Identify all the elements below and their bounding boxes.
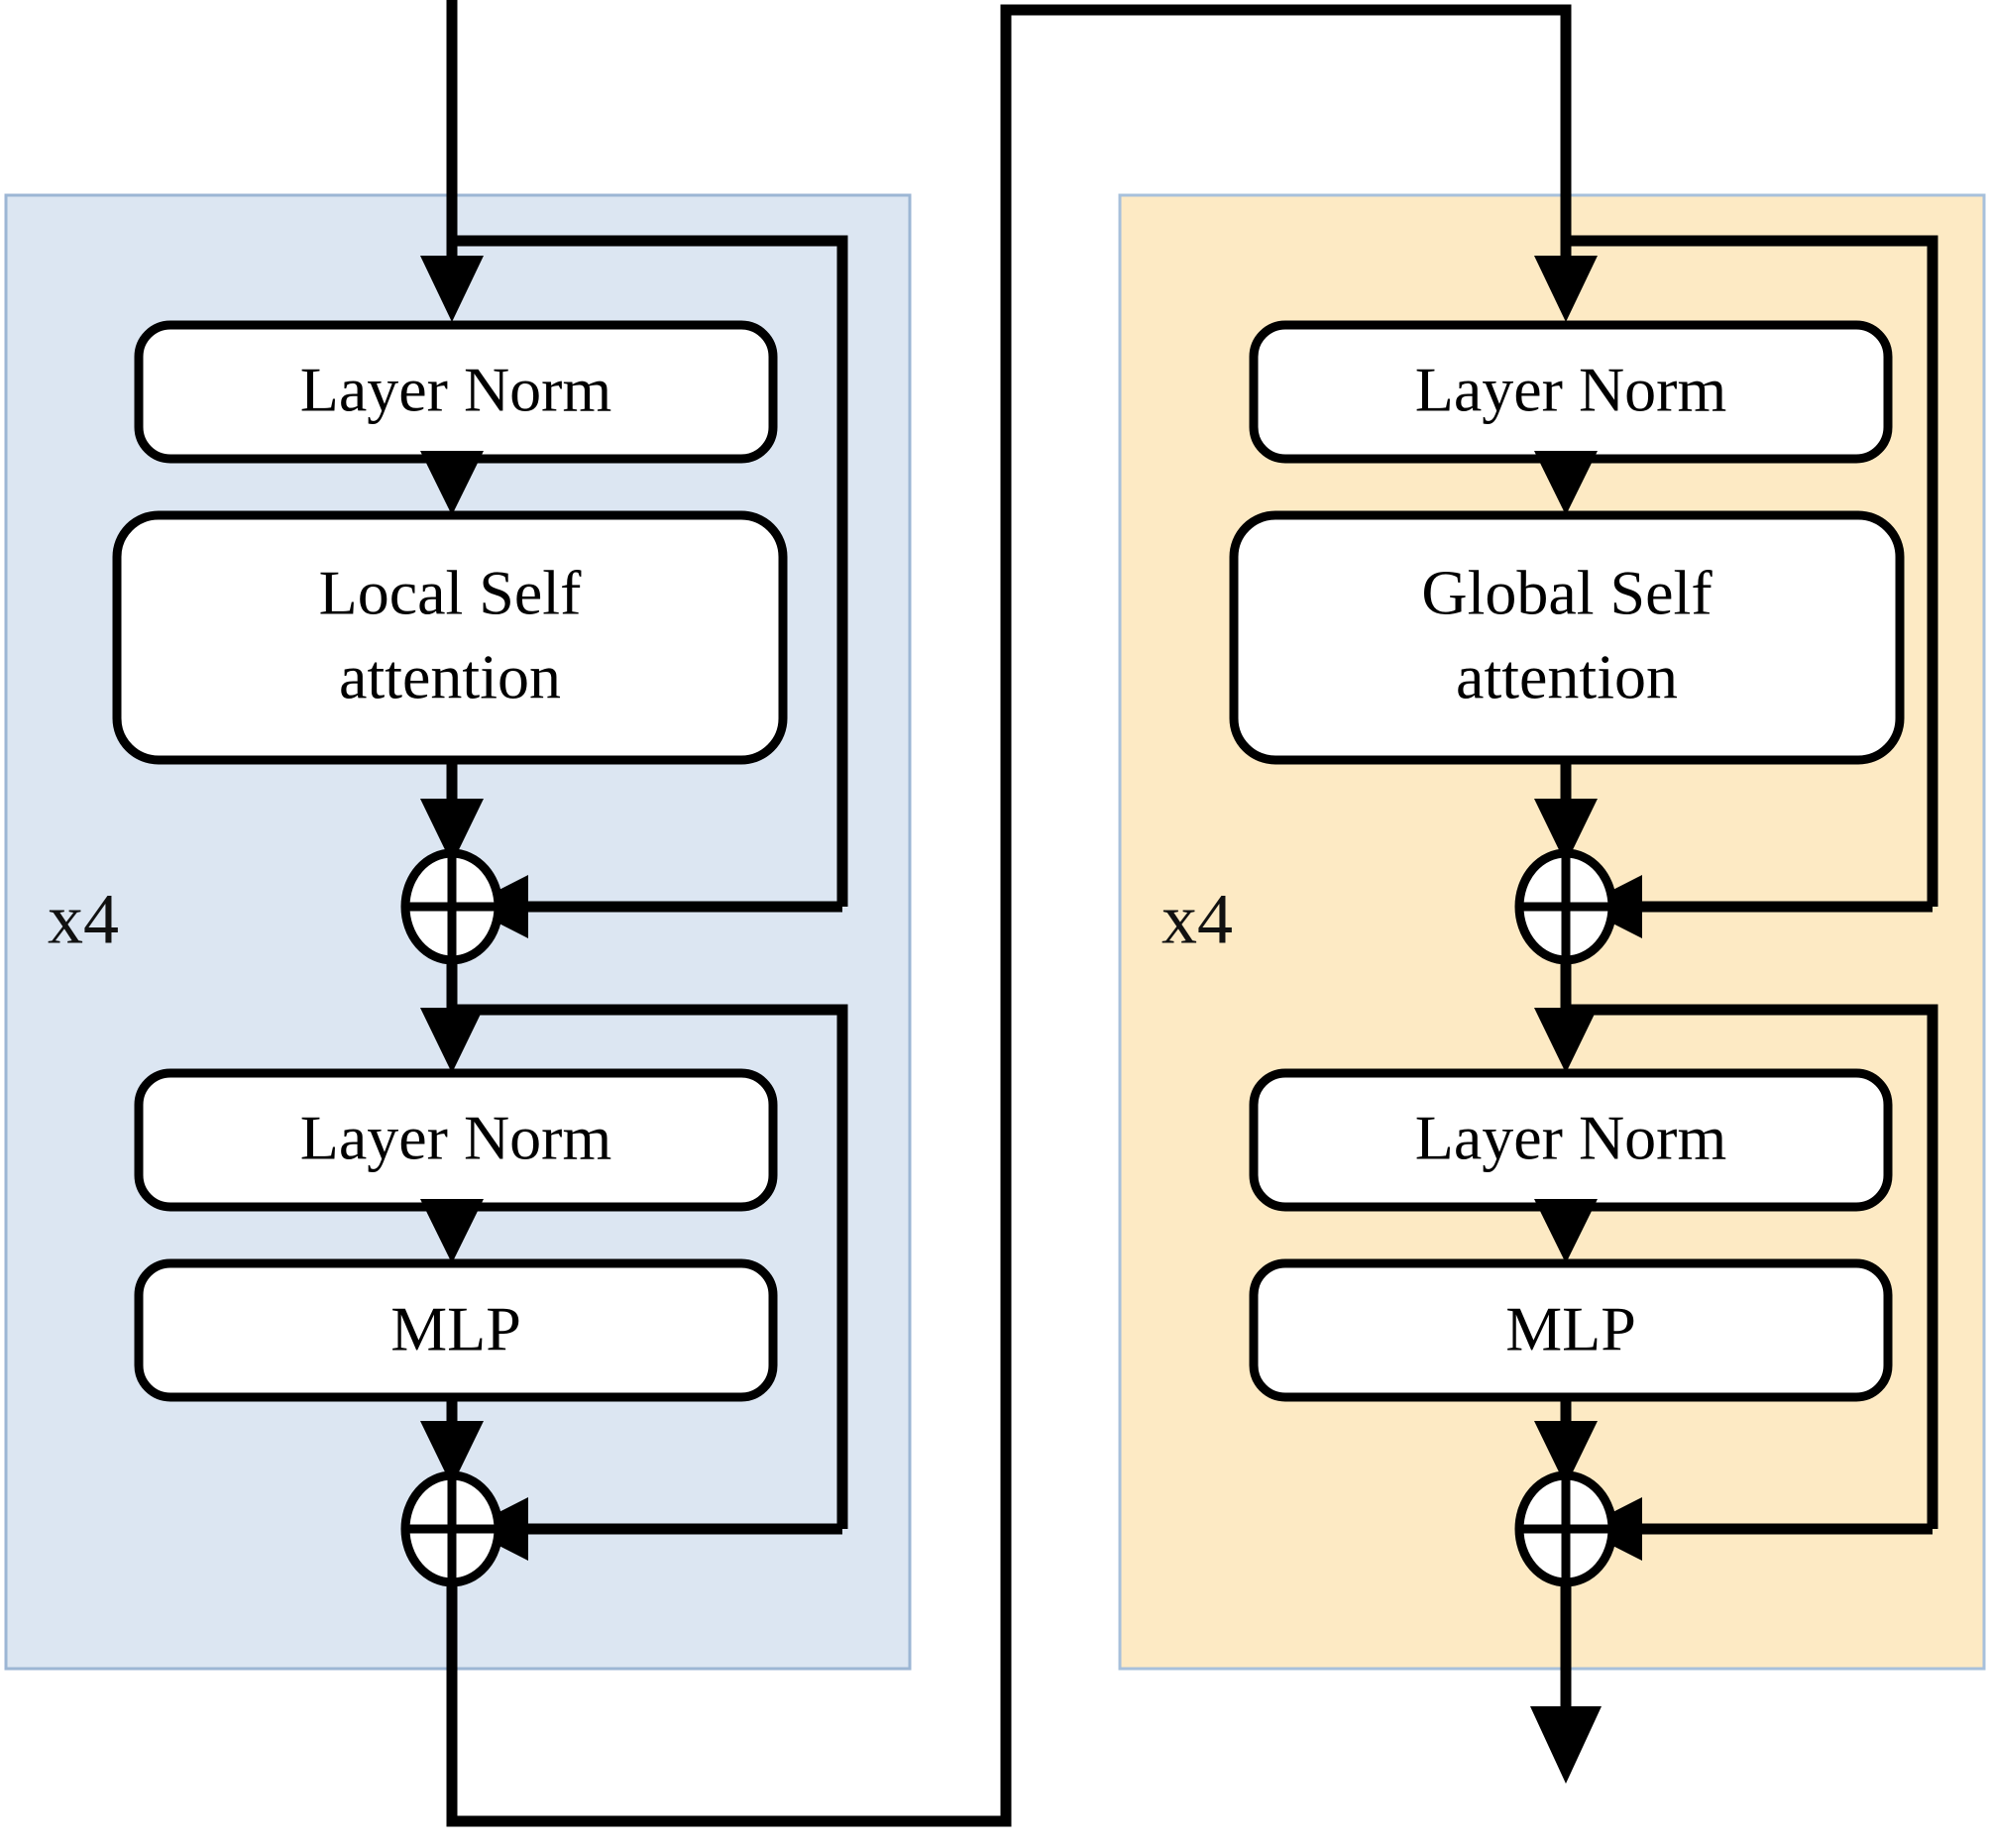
stage-link-path xyxy=(446,4,1572,1827)
global-attn-to-add1-arrow xyxy=(1534,799,1598,864)
global-self-attention-label-line1: Global Self xyxy=(1421,558,1713,628)
local-ln1-to-attn-arrow xyxy=(420,451,484,515)
local-mlp-to-add2-arrow xyxy=(420,1421,484,1486)
global-ln1-to-attn-arrow xyxy=(1534,451,1598,515)
global-mlp-to-add2-arrow xyxy=(1534,1421,1598,1486)
global-stage-repeat-label: x4 xyxy=(1161,880,1233,959)
global-self-attention-label-line2: attention xyxy=(1456,642,1678,712)
global-self-attention-box xyxy=(1229,510,1905,765)
local-ln2-to-mlp-arrow xyxy=(420,1199,484,1263)
local-mlp-label: MLP xyxy=(390,1294,521,1364)
global-residual-2-path xyxy=(1566,1004,1938,1529)
output-arrow-head xyxy=(1530,1706,1602,1784)
local-stage-repeat-label: x4 xyxy=(48,880,119,959)
global-layer-norm-1-label: Layer Norm xyxy=(1415,355,1727,425)
global-residual-1-path xyxy=(1566,235,1938,907)
local-adder-1-plus-icon xyxy=(405,853,498,960)
local-layer-norm-2-label: Layer Norm xyxy=(300,1103,612,1173)
local-residual-1-path xyxy=(452,235,848,907)
global-adder-2-plus-icon xyxy=(1519,1475,1612,1582)
input-arrow-head xyxy=(420,256,484,322)
local-self-attention-label-line2: attention xyxy=(339,642,561,712)
local-self-attention-label-line1: Local Self xyxy=(319,558,582,628)
global-adder-1-plus-icon xyxy=(1519,853,1612,960)
local-self-attention-box xyxy=(112,510,788,765)
local-attn-to-add1-arrow xyxy=(420,799,484,864)
global-add1-to-ln2-arrow xyxy=(1534,1008,1598,1073)
global-ln2-to-mlp-arrow xyxy=(1534,1199,1598,1263)
global-layer-norm-2-label: Layer Norm xyxy=(1415,1103,1727,1173)
local-residual-2-path xyxy=(452,1004,848,1529)
local-adder-2-plus-icon xyxy=(405,1475,498,1582)
global-mlp-label: MLP xyxy=(1505,1294,1636,1364)
local-add1-to-ln2-arrow xyxy=(420,1008,484,1073)
local-layer-norm-1-label: Layer Norm xyxy=(300,355,612,425)
stage-link-arrow-head xyxy=(1534,256,1598,322)
